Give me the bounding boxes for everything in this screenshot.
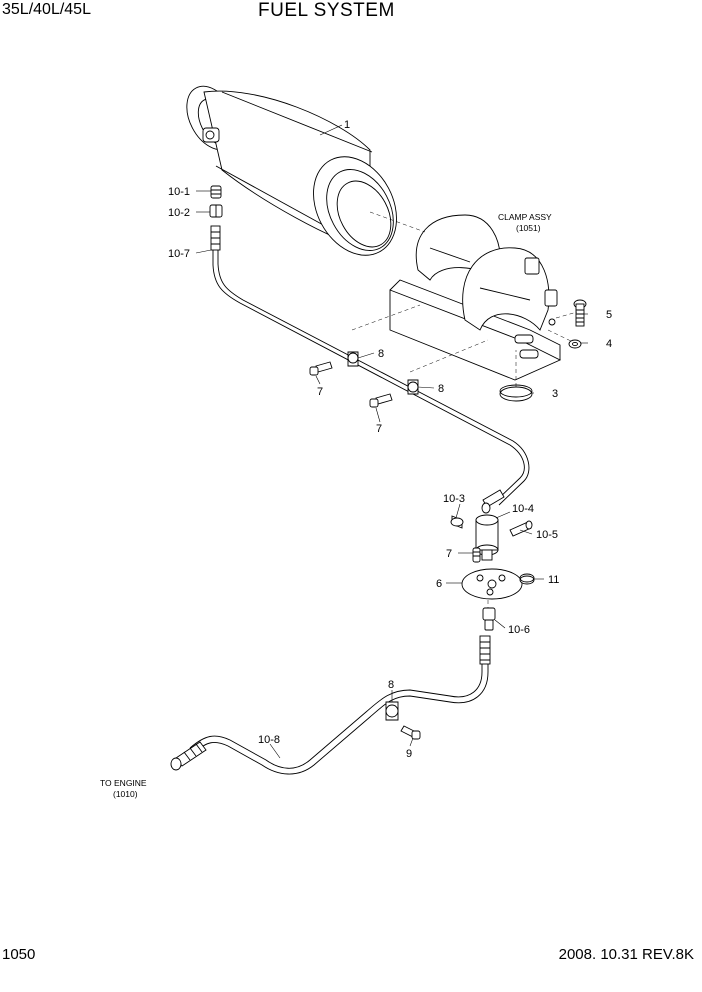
- hose-clamp-upper-b[interactable]: [407, 379, 419, 395]
- callout-10-4: 10-4: [512, 503, 534, 515]
- callout-5: 5: [606, 309, 612, 321]
- callout-8-lower: 8: [388, 679, 394, 691]
- fitting-10-1[interactable]: [210, 185, 222, 199]
- callout-7-upper-b: 7: [376, 423, 382, 435]
- callout-10-7: 10-7: [168, 248, 190, 260]
- fitting-10-5[interactable]: [509, 520, 533, 537]
- screw-lower[interactable]: [400, 725, 421, 740]
- callout-6: 6: [436, 578, 442, 590]
- to-engine-ref: (1010): [113, 789, 138, 799]
- rubber-pad[interactable]: [499, 384, 533, 402]
- washer[interactable]: [568, 339, 582, 349]
- callout-10-3: 10-3: [443, 493, 465, 505]
- hose-clamp-lower[interactable]: [385, 701, 399, 721]
- fuel-filter[interactable]: [475, 514, 499, 561]
- elbow-fitting-10-3[interactable]: [450, 515, 464, 529]
- clamp-assembly[interactable]: [389, 214, 562, 381]
- model-designation: 35L/40L/45L: [2, 1, 91, 18]
- callout-7-filter: 7: [446, 548, 452, 560]
- callout-10-1: 10-1: [168, 186, 190, 198]
- fitting-10-6[interactable]: [482, 607, 496, 631]
- callout-3: 3: [552, 388, 558, 400]
- callout-4: 4: [606, 338, 612, 350]
- revision-date: 2008. 10.31 REV.8K: [558, 946, 694, 963]
- screw-upper-b[interactable]: [369, 393, 393, 408]
- callout-11: 11: [548, 574, 559, 586]
- fuel-hose-upper[interactable]: [210, 225, 530, 514]
- screw-filter[interactable]: [472, 547, 481, 563]
- screw-upper-a[interactable]: [309, 361, 333, 376]
- callout-9: 9: [406, 748, 412, 760]
- callout-7-upper-a: 7: [317, 386, 323, 398]
- page-title: FUEL SYSTEM: [258, 0, 395, 21]
- clamp-assy-ref: (1051): [516, 223, 541, 233]
- to-engine-label: TO ENGINE: [100, 778, 147, 788]
- callout-10-2: 10-2: [168, 207, 190, 219]
- bolt[interactable]: [573, 299, 587, 327]
- fitting-10-2[interactable]: [209, 204, 223, 218]
- hose-clamp-upper-a[interactable]: [347, 351, 359, 367]
- callout-8-upper-b: 8: [438, 383, 444, 395]
- callout-8-upper-a: 8: [378, 348, 384, 360]
- callout-10-5: 10-5: [536, 529, 558, 541]
- clamp-assy-label: CLAMP ASSY: [498, 212, 552, 222]
- page-number: 1050: [2, 946, 36, 963]
- callout-10-8: 10-8: [258, 734, 280, 746]
- callout-1: 1: [344, 119, 350, 131]
- mounting-plate[interactable]: [461, 568, 523, 600]
- fuel-hose-lower[interactable]: [170, 635, 491, 775]
- grommet[interactable]: [519, 573, 535, 585]
- callout-10-6: 10-6: [508, 624, 530, 636]
